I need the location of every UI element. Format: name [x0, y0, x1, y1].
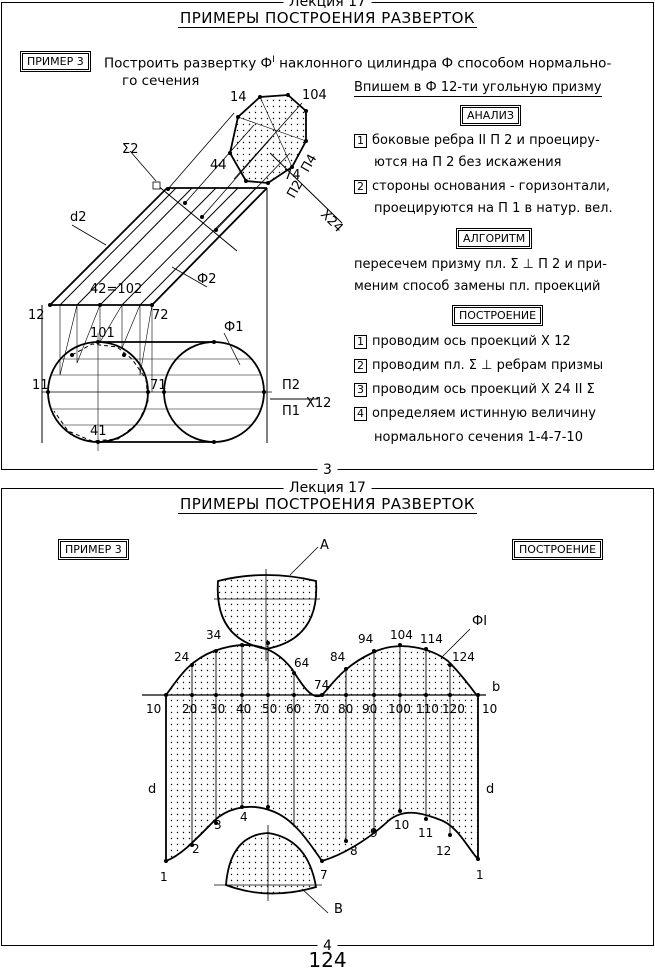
cylinder-frontal: [41, 187, 268, 443]
svg-text:24: 24: [174, 650, 189, 664]
construction-label: ПОСТРОЕНИЕ: [511, 539, 604, 560]
normal-section: [229, 94, 307, 184]
label-4-2: 42=102: [90, 282, 142, 297]
top-point-labels: 24 34 64 74 84 94 104 114 124: [174, 628, 475, 692]
bottom-point-labels: 1 2 3 4 7 8 9 10 11 12 1: [160, 810, 484, 884]
page-number: 124: [308, 948, 347, 972]
label-4-1: 41: [90, 424, 107, 439]
svg-text:74: 74: [314, 678, 329, 692]
svg-text:90: 90: [362, 702, 377, 716]
label-p4: П4: [298, 152, 320, 175]
label-d2: d2: [70, 210, 87, 225]
svg-text:4: 4: [240, 810, 248, 824]
task-text-cont: го сечения: [122, 73, 200, 89]
svg-text:84: 84: [330, 650, 345, 664]
svg-text:10: 10: [146, 702, 161, 716]
base-B: [225, 832, 318, 895]
development-drawing: A B ФI b d d 24 34 64 74 84 94 104 114 1…: [142, 538, 500, 917]
construction-label: ПОСТРОЕНИЕ: [451, 305, 544, 326]
svg-text:9: 9: [370, 826, 378, 840]
label-d-left: d: [148, 782, 156, 797]
label-p1: П1: [282, 404, 300, 419]
analysis-item-1-cont: ются на П 2 без искажения: [374, 155, 562, 170]
svg-text:120: 120: [442, 702, 465, 716]
svg-text:1: 1: [160, 870, 168, 884]
label-phi-I: ФI: [472, 614, 487, 629]
analysis-label: АНАЛИЗ: [460, 105, 521, 126]
label-10-4: 104: [302, 88, 327, 103]
svg-text:124: 124: [452, 650, 475, 664]
svg-text:30: 30: [210, 702, 225, 716]
label-1-2: 12: [28, 308, 45, 323]
algorithm-text-cont: меним способ замены пл. проекций: [354, 279, 601, 294]
algorithm-label: АЛГОРИТМ: [455, 228, 533, 249]
label-10-1: 101: [90, 326, 115, 341]
label-phi2: Ф2: [197, 272, 216, 287]
svg-text:20: 20: [182, 702, 197, 716]
sheet-title: ПРИМЕРЫ ПОСТРОЕНИЯ РАЗВЕРТОК: [177, 9, 478, 28]
label-x24: X24: [317, 207, 346, 236]
label-sigma2: Σ2: [122, 142, 139, 157]
svg-text:80: 80: [338, 702, 353, 716]
svg-text:104: 104: [390, 628, 413, 642]
label-p2: П2: [282, 378, 300, 393]
label-d-right: d: [486, 782, 494, 797]
inscribe-text: Впишем в Ф 12-ти угольную призму: [354, 80, 602, 97]
svg-text:8: 8: [350, 844, 358, 858]
sheet-title: ПРИМЕРЫ ПОСТРОЕНИЯ РАЗВЕРТОК: [177, 495, 478, 514]
svg-text:114: 114: [420, 632, 443, 646]
svg-text:10: 10: [394, 818, 409, 832]
base-A: [216, 574, 318, 650]
label-phi1: Ф1: [224, 320, 243, 335]
construction-item-5: нормального сечения 1-4-7-10: [374, 430, 583, 445]
svg-text:1: 1: [476, 868, 484, 882]
label-x12: X12: [306, 396, 331, 411]
analysis-item-2-cont: проецируются на П 1 в натур. вел.: [374, 201, 613, 216]
svg-text:7: 7: [320, 868, 328, 882]
sheet-3: Лекция 17 ПРИМЕРЫ ПОСТРОЕНИЯ РАЗВЕРТОК П…: [1, 0, 654, 479]
svg-text:94: 94: [358, 632, 373, 646]
label-7-2: 72: [152, 308, 169, 323]
top-drawing: Σ2 d2 Ф2 Ф1 П2 П1 X12 П4 П2 X24 14 104 4…: [28, 88, 346, 451]
label-1-4: 14: [230, 90, 247, 105]
svg-text:110: 110: [416, 702, 439, 716]
label-7-4: 74: [284, 168, 301, 183]
label-b: b: [492, 680, 500, 695]
lecture-label: Лекция 17: [283, 0, 372, 11]
svg-text:2: 2: [192, 842, 200, 856]
svg-text:10: 10: [482, 702, 497, 716]
example-label: ПРИМЕР 3: [20, 51, 91, 72]
lecture-label: Лекция 17: [283, 479, 372, 497]
label-7-1: 71: [150, 378, 167, 393]
svg-text:11: 11: [418, 826, 433, 840]
svg-text:64: 64: [294, 656, 309, 670]
svg-text:12: 12: [436, 844, 451, 858]
algorithm-text: пересечем призму пл. Σ ⊥ П 2 и при-: [354, 257, 607, 272]
svg-text:100: 100: [388, 702, 411, 716]
base-point-labels: 10 20 30 40 50 60 70 80 90 100 110 120 1…: [146, 702, 497, 716]
svg-text:50: 50: [262, 702, 277, 716]
svg-text:34: 34: [206, 628, 221, 642]
svg-text:40: 40: [236, 702, 251, 716]
svg-text:60: 60: [286, 702, 301, 716]
task-text: Построить развертку ФI наклонного цилинд…: [104, 55, 612, 72]
sheet-4: Лекция 17 ПРИМЕРЫ ПОСТРОЕНИЯ РАЗВЕРТОК П…: [1, 479, 654, 955]
label-1-1: 11: [32, 378, 49, 393]
example-label: ПРИМЕР 3: [58, 539, 129, 560]
sigma-marker: [152, 181, 161, 190]
sheet-number: 4: [317, 937, 338, 955]
label-4-4: 44: [210, 158, 227, 173]
label-B: B: [334, 902, 343, 917]
label-A: A: [320, 538, 329, 553]
svg-text:70: 70: [314, 702, 329, 716]
sheet-number: 3: [317, 461, 338, 479]
svg-text:3: 3: [214, 818, 222, 832]
